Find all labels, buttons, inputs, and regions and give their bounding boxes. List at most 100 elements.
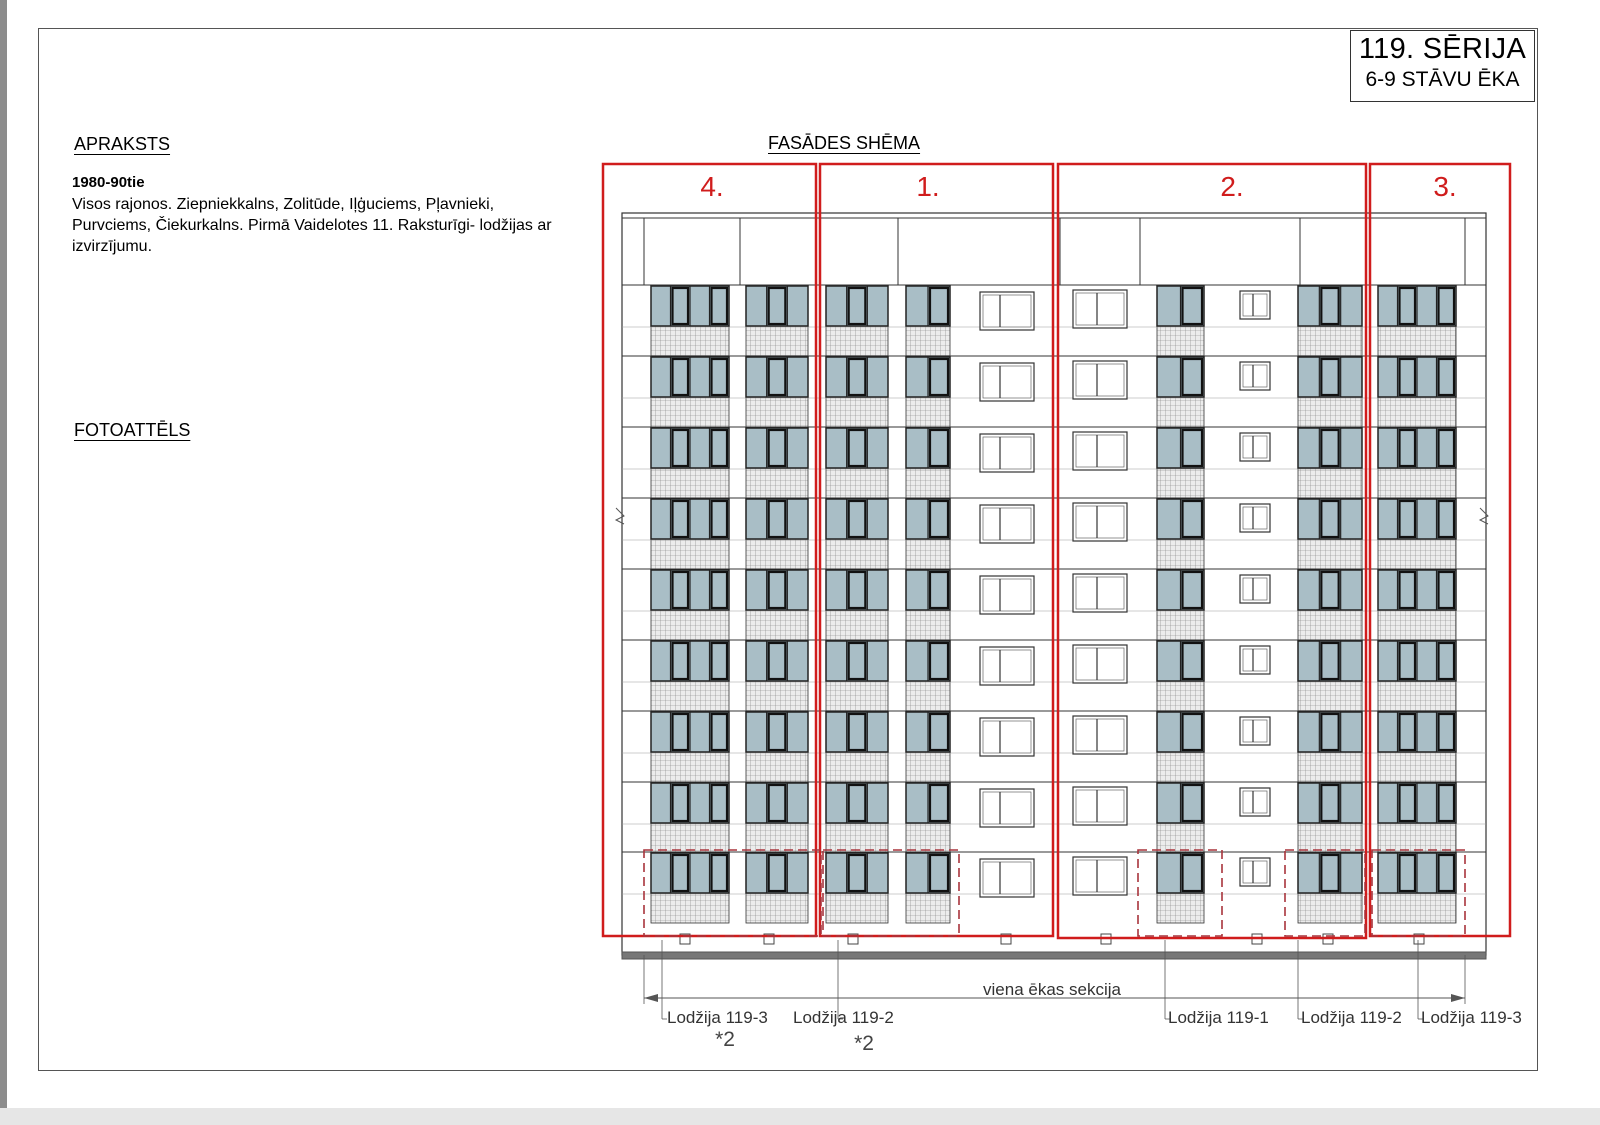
window-inner <box>1075 292 1125 326</box>
window-frame <box>979 291 1035 331</box>
loggia-glazing <box>1297 640 1363 682</box>
loggia-label: Lodžija 119-2 <box>1301 1008 1402 1027</box>
window-frame <box>1072 715 1128 755</box>
window-frame <box>979 362 1035 402</box>
glazing-sash <box>710 499 729 539</box>
basement-vent <box>1413 933 1425 945</box>
glazing-sash <box>847 783 867 823</box>
glazing-sash <box>1320 499 1340 539</box>
glazing-sash <box>767 357 787 397</box>
loggia-glazing <box>1156 285 1205 327</box>
window-inner <box>982 578 1032 612</box>
glazing-sash <box>1181 570 1204 610</box>
glazing-frame <box>1297 356 1363 398</box>
glazing-frame <box>745 640 809 682</box>
loggia-glazing <box>745 498 809 540</box>
loggia-glazing <box>905 569 951 611</box>
loggia-glazing <box>1297 427 1363 469</box>
glazing-sash <box>767 570 787 610</box>
glazing-sash <box>767 286 787 326</box>
loggia-glazing <box>905 285 951 327</box>
window <box>1239 503 1271 533</box>
glazing-sash <box>1437 499 1456 539</box>
window-inner <box>982 791 1032 825</box>
window-frame <box>1239 432 1271 462</box>
description-text: Visos rajonos. Ziepniekkalns, Zolitūde, … <box>72 196 552 255</box>
window-frame <box>979 858 1035 898</box>
bottom-strip <box>0 1108 1600 1125</box>
glazing-frame <box>1297 427 1363 469</box>
footnote-mark: *2 <box>854 1032 874 1055</box>
glazing-frame <box>745 711 809 753</box>
glazing-sash <box>1181 286 1204 326</box>
glazing-frame <box>825 569 889 611</box>
glazing-sash <box>847 499 867 539</box>
glazing-sash <box>1320 712 1340 752</box>
loggia-dashed-box <box>1371 849 1466 937</box>
glazing-frame <box>1297 569 1363 611</box>
loggia-label: Lodžija 119-1 <box>1168 1008 1269 1027</box>
window <box>979 858 1035 898</box>
loggia-glazing <box>825 782 889 824</box>
glazing-sash <box>1398 712 1417 752</box>
section-boxes: 4.1.2.3. <box>601 162 1512 940</box>
glazing-sash <box>1181 428 1204 468</box>
window <box>979 504 1035 544</box>
glazing-sash <box>767 499 787 539</box>
section-highlight-box <box>1056 162 1368 940</box>
window <box>1239 645 1271 675</box>
loggia-glazing <box>745 782 809 824</box>
window-frame <box>1239 574 1271 604</box>
glazing-sash <box>671 286 690 326</box>
loggia-glazing <box>650 569 730 611</box>
window-inner <box>1242 719 1268 743</box>
window-frame <box>1072 786 1128 826</box>
window <box>1239 857 1271 887</box>
window <box>1072 431 1128 471</box>
loggia-glazing <box>1156 427 1205 469</box>
basement-vent <box>679 933 691 945</box>
loggia-glazing <box>825 498 889 540</box>
glazing-frame <box>745 782 809 824</box>
glazing-frame <box>825 356 889 398</box>
glazing-sash <box>710 357 729 397</box>
window-frame <box>1072 644 1128 684</box>
window <box>1072 289 1128 329</box>
glazing-sash <box>847 357 867 397</box>
glazing-sash <box>847 286 867 326</box>
building-elevation <box>614 212 1489 960</box>
loggia-glazing <box>1297 711 1363 753</box>
glazing-sash <box>928 286 950 326</box>
section-number: 2. <box>1220 171 1243 202</box>
window-frame <box>979 717 1035 757</box>
glazing-sash <box>928 570 950 610</box>
window-inner <box>1242 648 1268 672</box>
glazing-sash <box>710 428 729 468</box>
window-inner <box>982 649 1032 683</box>
window <box>1072 573 1128 613</box>
glazing-sash <box>928 783 950 823</box>
series-title: 119. SĒRIJA <box>1358 33 1527 65</box>
ground-line <box>621 951 1487 960</box>
glazing-sash <box>1398 783 1417 823</box>
loggia-glazing <box>1156 711 1205 753</box>
glazing-frame <box>745 569 809 611</box>
glazing-frame <box>745 427 809 469</box>
window <box>979 788 1035 828</box>
section-label: viena ēkas sekcija <box>983 980 1122 999</box>
loggia-glazing <box>825 356 889 398</box>
glazing-sash <box>1320 570 1340 610</box>
loggia-glazing <box>1377 285 1457 327</box>
loggia-glazing <box>825 852 889 894</box>
loggia-glazing <box>825 569 889 611</box>
glazing-sash <box>671 641 690 681</box>
loggia-glazing <box>905 640 951 682</box>
glazing-sash <box>928 499 950 539</box>
window-inner <box>1075 647 1125 681</box>
window-frame <box>979 433 1035 473</box>
glazing-sash <box>847 712 867 752</box>
glazing-frame <box>745 852 809 894</box>
description-year: 1980-90tie <box>72 174 145 191</box>
loggia-glazing <box>825 711 889 753</box>
glazing-sash <box>767 712 787 752</box>
